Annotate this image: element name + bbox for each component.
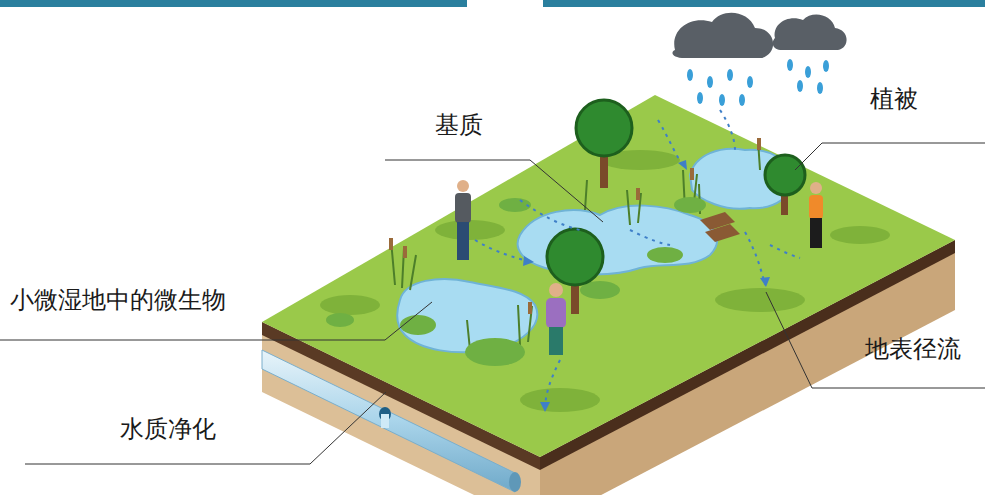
arrow-heads: [523, 160, 770, 412]
header-bar: [543, 0, 985, 7]
people: [455, 180, 823, 355]
rain-clouds: [672, 13, 846, 106]
callout-label: 基质: [435, 110, 483, 140]
reed-heads: [389, 138, 761, 314]
runoff-arrows: [475, 110, 800, 410]
shrubs: [326, 134, 706, 366]
callout-label: 植被: [870, 84, 918, 114]
header-bar: [0, 0, 467, 7]
callout-label: 地表径流: [865, 334, 961, 364]
leader-lines: [0, 143, 985, 464]
grass-surface: [262, 95, 955, 457]
callout-label: 水质净化: [120, 414, 216, 444]
boardwalk: [700, 212, 740, 242]
reeds: [391, 140, 760, 350]
ponds: [397, 149, 792, 353]
callout-label: 小微湿地中的微生物: [10, 285, 226, 315]
